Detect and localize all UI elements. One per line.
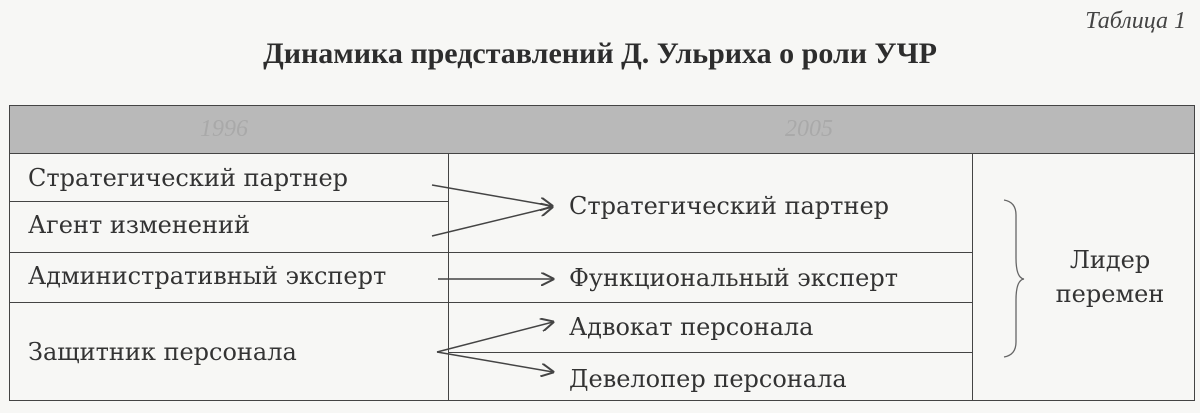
roles-table: 1996 2005 [9,105,1195,401]
left-role-strategic-partner: Стратегический партнер [28,164,349,192]
right-role-functional-expert: Функциональный эксперт [569,264,898,292]
column-divider-right [972,154,973,400]
header-year-2005: 2005 [785,116,833,142]
right-role-hc-developer: Девелопер персонала [569,365,847,393]
row-divider [448,352,972,353]
right-role-employee-advocate: Адвокат персонала [569,313,814,341]
row-divider [448,302,972,303]
header-year-1996: 1996 [200,116,248,142]
table-header: 1996 2005 [10,106,1194,154]
row-divider [10,302,448,303]
left-role-employee-champion: Защитник персонала [28,338,297,366]
leader-of-change: Лидер перемен [1035,243,1185,311]
page-title: Динамика представлений Д. Ульриха о роли… [263,37,937,70]
left-role-change-agent: Агент изменений [28,211,250,239]
right-role-strategic-partner: Стратегический партнер [569,192,890,220]
row-divider [10,201,448,202]
left-role-admin-expert: Административный эксперт [28,262,387,290]
table-caption: Таблица 1 [1085,8,1186,34]
row-divider [448,252,972,253]
leader-line-1: Лидер [1069,246,1151,274]
leader-line-2: перемен [1055,280,1165,309]
column-divider-left [448,154,449,400]
row-divider [10,252,448,253]
